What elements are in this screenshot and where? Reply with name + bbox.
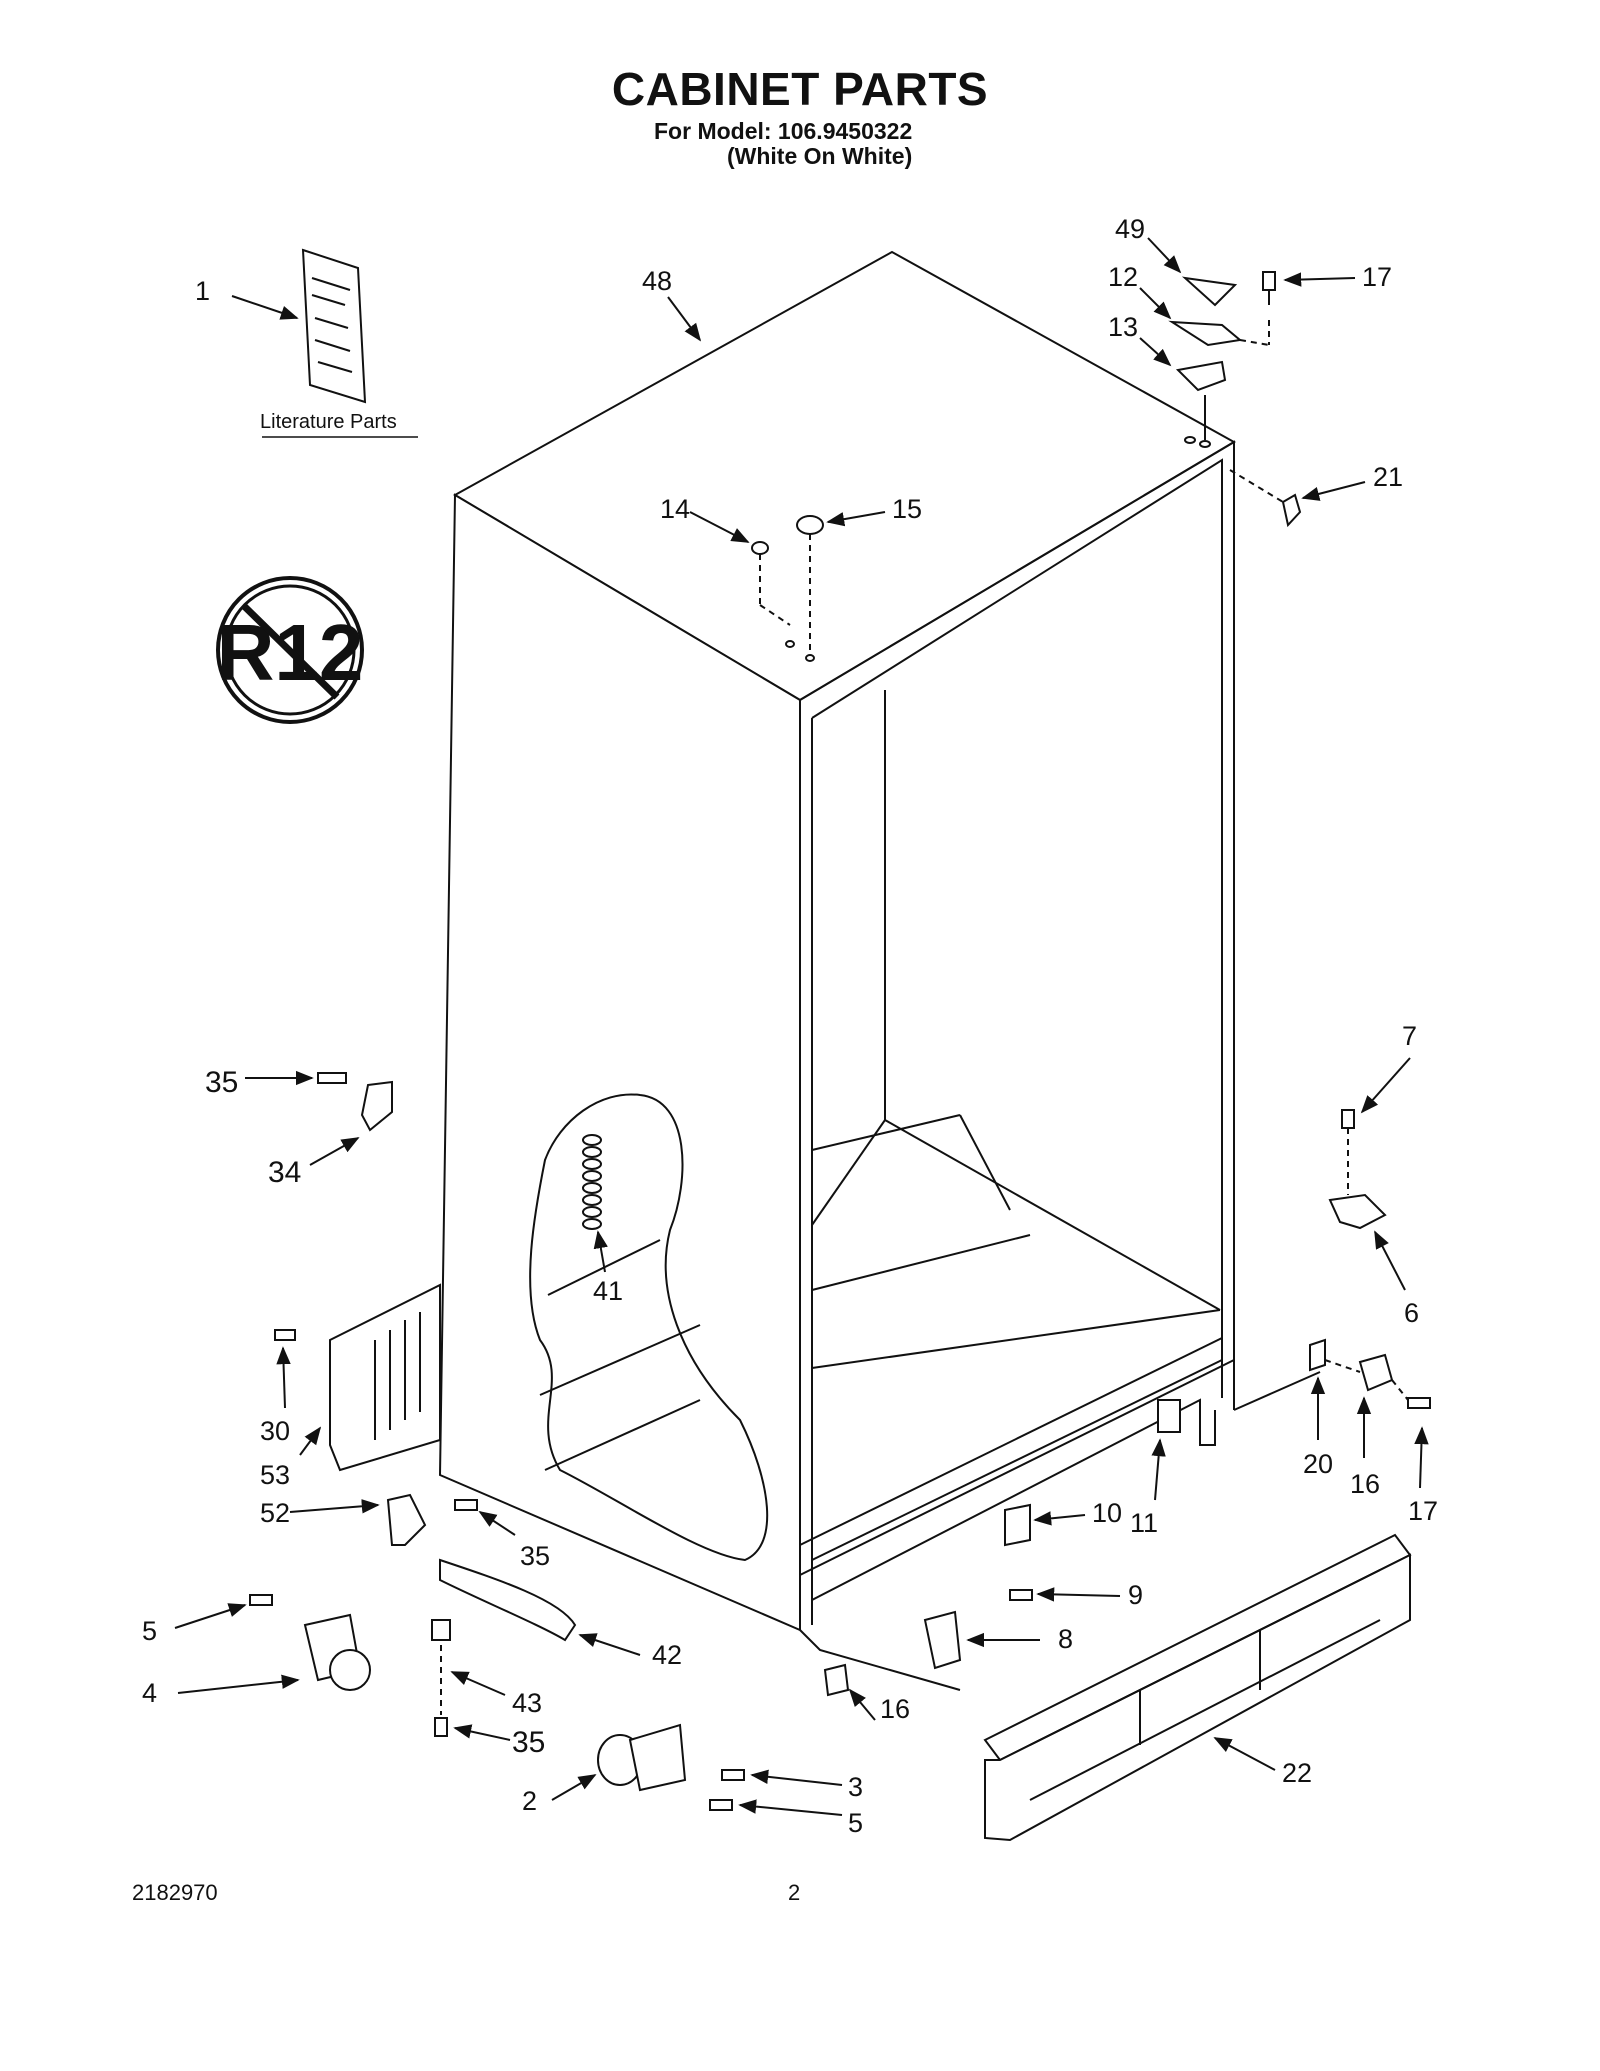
callout-21: 21 xyxy=(1373,462,1403,492)
no-r12-badge: R12 xyxy=(216,576,364,724)
front-bottom-parts xyxy=(823,1399,1181,1697)
leader-arrows xyxy=(174,237,1429,1816)
model-number: For Model: 106.9450322 xyxy=(654,118,913,144)
callout-34: 34 xyxy=(268,1156,301,1189)
callout-30: 30 xyxy=(260,1416,290,1446)
callout-3: 3 xyxy=(848,1772,863,1802)
callout-16-right: 16 xyxy=(1350,1469,1380,1499)
clip-part-21 xyxy=(1229,469,1302,528)
callout-17-top: 17 xyxy=(1362,262,1392,292)
heater-coil-icon xyxy=(582,1134,602,1230)
callout-16-front: 16 xyxy=(880,1694,910,1724)
callout-22: 22 xyxy=(1282,1758,1312,1788)
callout-10: 10 xyxy=(1092,1498,1122,1528)
callout-35-middle: 35 xyxy=(520,1541,550,1571)
callout-1: 1 xyxy=(195,276,210,306)
callout-13: 13 xyxy=(1108,312,1138,342)
callout-9: 9 xyxy=(1128,1580,1143,1610)
page-number: 2 xyxy=(788,1880,801,1905)
top-hinge-parts xyxy=(1168,271,1276,448)
caster-and-leveler-parts xyxy=(249,1558,745,1811)
left-side-parts xyxy=(274,1072,478,1546)
callout-2: 2 xyxy=(522,1786,537,1816)
callout-48: 48 xyxy=(642,266,672,296)
callout-20: 20 xyxy=(1303,1449,1333,1479)
callout-7: 7 xyxy=(1402,1021,1417,1051)
insulation-cutaway xyxy=(529,1093,769,1562)
callout-8: 8 xyxy=(1058,1624,1073,1654)
right-side-parts xyxy=(1309,1109,1431,1409)
callout-35-upper: 35 xyxy=(205,1066,238,1099)
cabinet-outline xyxy=(438,250,1321,1691)
callout-17-right: 17 xyxy=(1408,1496,1438,1526)
model-variant: (White On White) xyxy=(727,143,913,169)
page-title: CABINET PARTS xyxy=(611,63,989,115)
callout-5-right: 5 xyxy=(848,1808,863,1838)
plug-parts xyxy=(751,515,824,662)
callout-49: 49 xyxy=(1115,214,1145,244)
callout-53: 53 xyxy=(260,1460,290,1490)
callout-35-lower: 35 xyxy=(512,1726,545,1759)
literature-booklet-icon xyxy=(301,248,367,404)
callout-43: 43 xyxy=(512,1688,542,1718)
callout-6: 6 xyxy=(1404,1298,1419,1328)
document-number: 2182970 xyxy=(132,1880,218,1905)
toe-grille xyxy=(983,1533,1412,1842)
callout-12: 12 xyxy=(1108,262,1138,292)
callout-52: 52 xyxy=(260,1498,290,1528)
callout-labels: 1 48 49 12 17 13 21 14 15 35 34 41 7 6 3… xyxy=(142,214,1438,1838)
callout-14: 14 xyxy=(660,494,690,524)
literature-parts-label: Literature Parts xyxy=(260,411,397,433)
callout-4: 4 xyxy=(142,1678,157,1708)
callout-5-left: 5 xyxy=(142,1616,157,1646)
callout-15: 15 xyxy=(892,494,922,524)
callout-42: 42 xyxy=(652,1640,682,1670)
callout-11: 11 xyxy=(1130,1508,1158,1538)
callout-41: 41 xyxy=(593,1276,623,1306)
